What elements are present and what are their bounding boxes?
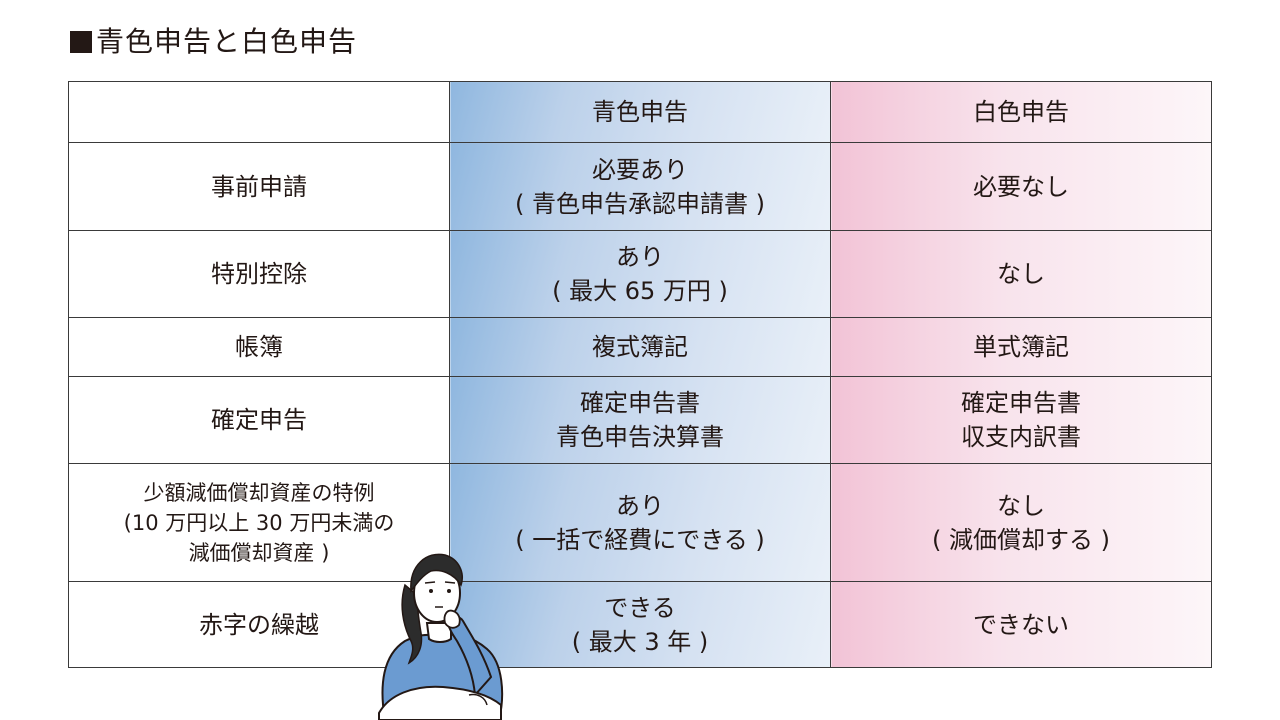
table-row: 特別控除 あり ( 最大 65 万円 ) なし — [68, 230, 1212, 318]
table-row: 少額減価償却資産の特例 (10 万円以上 30 万円未満の 減価償却資産 ) あ… — [68, 463, 1212, 582]
blue-cell: 確定申告書 青色申告決算書 — [449, 376, 831, 464]
header-white-return: 白色申告 — [830, 81, 1212, 143]
white-cell: 確定申告書 収支内訳書 — [830, 376, 1212, 464]
blue-cell: できる ( 最大 3 年 ) — [449, 581, 831, 668]
square-bullet-icon — [70, 31, 92, 53]
row-label: 赤字の繰越 — [68, 581, 450, 668]
header-empty-cell — [68, 81, 450, 143]
table-row: 赤字の繰越 できる ( 最大 3 年 ) できない — [68, 581, 1212, 668]
page-title-text: 青色申告と白色申告 — [96, 25, 358, 58]
white-cell: なし — [830, 230, 1212, 318]
white-cell: できない — [830, 581, 1212, 668]
white-cell: なし ( 減価償却する ) — [830, 463, 1212, 582]
row-label: 少額減価償却資産の特例 (10 万円以上 30 万円未満の 減価償却資産 ) — [68, 463, 450, 582]
blue-cell: あり ( 一括で経費にできる ) — [449, 463, 831, 582]
header-blue-return: 青色申告 — [449, 81, 831, 143]
white-cell: 単式簿記 — [830, 317, 1212, 377]
row-label: 確定申告 — [68, 376, 450, 464]
table-row: 確定申告 確定申告書 青色申告決算書 確定申告書 収支内訳書 — [68, 376, 1212, 464]
white-cell: 必要なし — [830, 142, 1212, 231]
blue-cell: あり ( 最大 65 万円 ) — [449, 230, 831, 318]
row-label: 特別控除 — [68, 230, 450, 318]
blue-cell: 複式簿記 — [449, 317, 831, 377]
page-title: 青色申告と白色申告 — [70, 22, 357, 62]
blue-cell: 必要あり ( 青色申告承認申請書 ) — [449, 142, 831, 231]
comparison-table: 青色申告 白色申告 事前申請 必要あり ( 青色申告承認申請書 ) 必要なし 特… — [68, 81, 1212, 668]
table-header-row: 青色申告 白色申告 — [68, 81, 1212, 143]
row-label: 事前申請 — [68, 142, 450, 231]
thinking-woman-illustration — [378, 553, 504, 720]
table-row: 事前申請 必要あり ( 青色申告承認申請書 ) 必要なし — [68, 142, 1212, 231]
row-label: 帳簿 — [68, 317, 450, 377]
table-row: 帳簿 複式簿記 単式簿記 — [68, 317, 1212, 377]
